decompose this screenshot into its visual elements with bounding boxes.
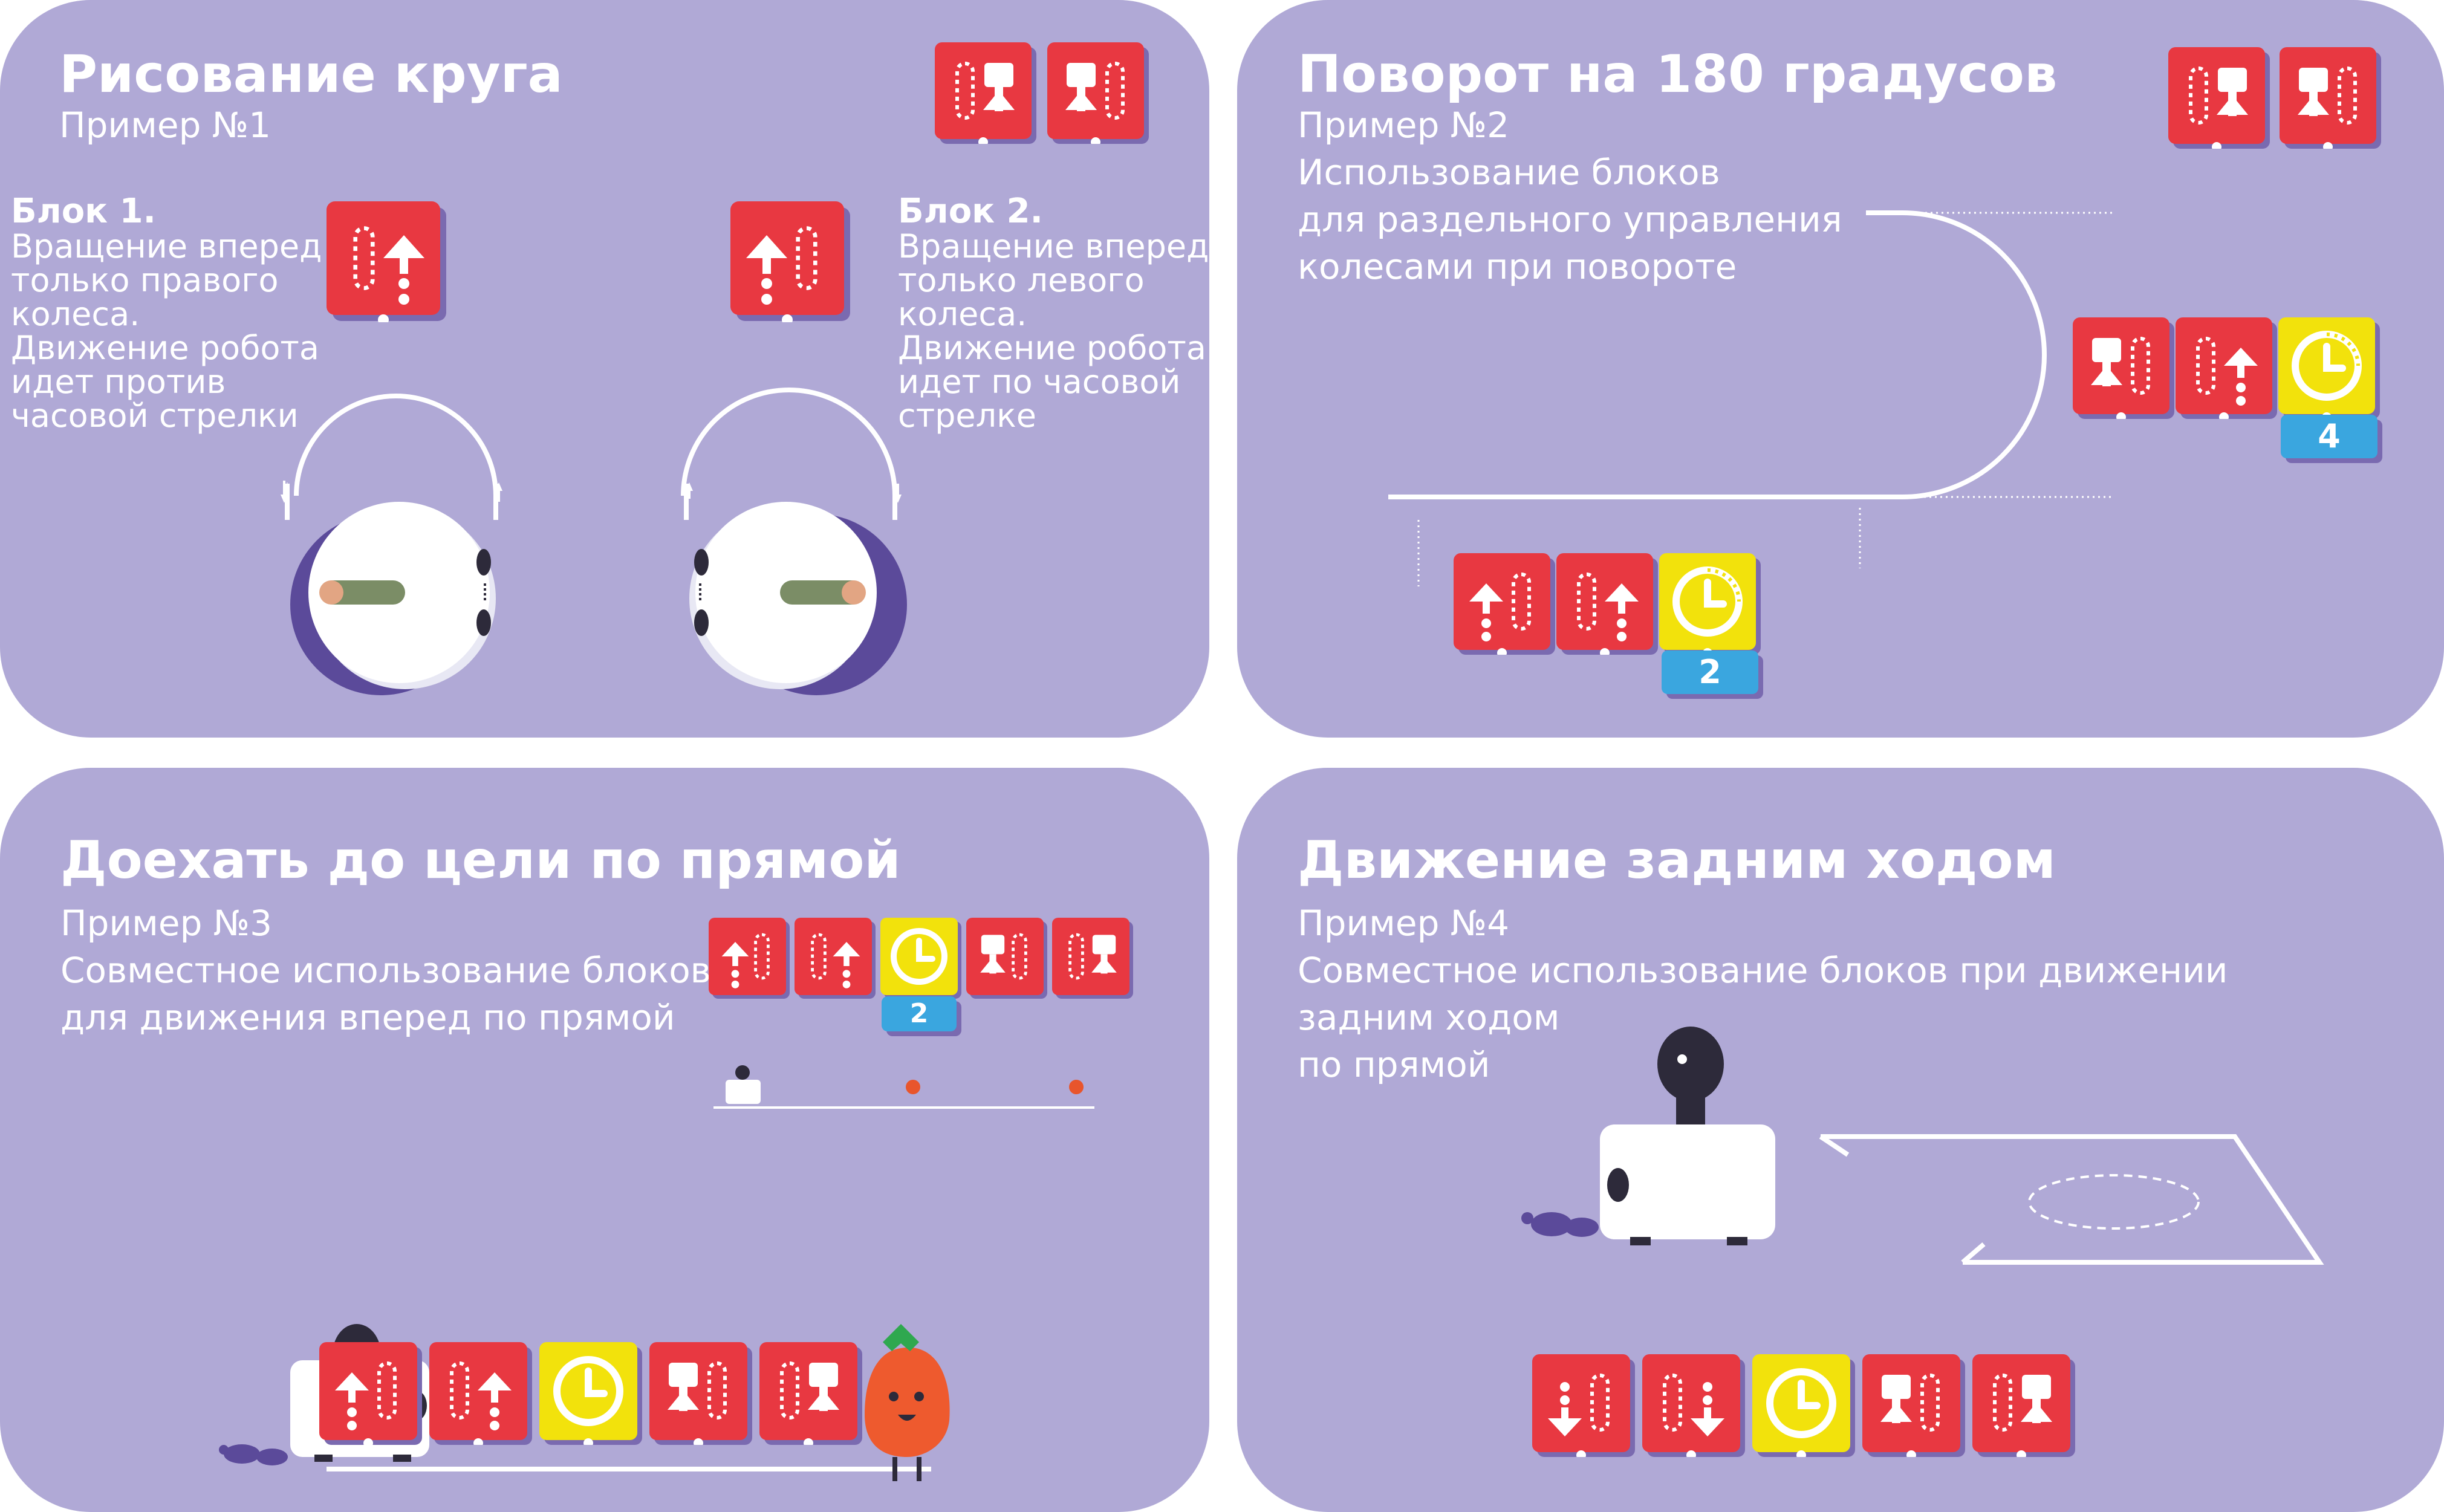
block1-description: Вращение вперед только правого колеса. Д… xyxy=(11,227,322,435)
panel-turn-180: Поворот на 180 градусов Пример №2 Исполь… xyxy=(1237,0,2444,738)
right-wheel-forward-block[interactable] xyxy=(429,1342,532,1445)
block1-heading: Блок 1. xyxy=(11,192,156,231)
panel-description: Совместное использование блоков при движ… xyxy=(1298,950,2228,1085)
robot-cw-illustration xyxy=(681,388,907,695)
panel-title: Рисование круга xyxy=(59,44,563,105)
right-wheel-forward-block[interactable] xyxy=(2176,317,2277,419)
left-wheel-forward-block[interactable] xyxy=(2280,47,2381,149)
block2-description: Вращение вперед только левого колеса. Дв… xyxy=(898,227,1209,435)
right-wheel-forward-block[interactable] xyxy=(935,42,1036,144)
panel-description: Использование блоков для раздельного упр… xyxy=(1298,152,1842,287)
left-wheel-forward-block[interactable] xyxy=(2073,317,2174,419)
left-wheel-forward-block[interactable] xyxy=(319,1342,422,1445)
timer-block[interactable] xyxy=(1659,553,1761,655)
timer-block-small[interactable] xyxy=(880,918,963,1000)
right-wheel-forward-block-large[interactable] xyxy=(327,201,447,322)
robot-to-strawberry-scene xyxy=(219,1324,950,1481)
left-wheel-backward-block[interactable] xyxy=(1532,1354,1635,1457)
timer-block[interactable] xyxy=(2278,317,2380,419)
left-wheel-forward-block-large[interactable] xyxy=(730,201,851,322)
right-wheel-forward-block[interactable] xyxy=(1972,1354,2075,1457)
robot-ccw-illustration xyxy=(281,394,502,695)
panel-subtitle: Пример №2 xyxy=(1298,105,1510,146)
mini-scene xyxy=(713,1065,1094,1109)
left-wheel-forward-block-small[interactable] xyxy=(966,918,1048,1000)
panel-straight-to-goal: Доехать до цели по прямой Пример №3 Совм… xyxy=(0,768,1209,1512)
right-wheel-forward-block[interactable] xyxy=(1556,553,1658,655)
panel-drawing-circle: Рисование круга Пример №1 Блок 1. Вращен… xyxy=(0,0,1209,738)
timer-block[interactable] xyxy=(539,1342,642,1445)
timer-duration-badge[interactable]: 2 xyxy=(1662,651,1758,694)
turn-path-diagram xyxy=(1388,210,2114,586)
panel-title: Движение задним ходом xyxy=(1298,830,2056,891)
timer-duration-badge[interactable]: 2 xyxy=(882,996,957,1031)
right-wheel-forward-block[interactable] xyxy=(2168,47,2270,149)
panel-title: Доехать до цели по прямой xyxy=(60,830,901,891)
panel-subtitle: Пример №3 xyxy=(60,903,273,944)
block2-heading: Блок 2. xyxy=(898,192,1043,231)
left-wheel-forward-block-small[interactable] xyxy=(709,918,791,1000)
panel-subtitle: Пример №4 xyxy=(1298,903,1510,944)
left-wheel-forward-block[interactable] xyxy=(1047,42,1149,144)
left-wheel-forward-block[interactable] xyxy=(649,1342,752,1445)
left-wheel-forward-block[interactable] xyxy=(1454,553,1555,655)
right-wheel-backward-block[interactable] xyxy=(1642,1354,1745,1457)
left-wheel-forward-block[interactable] xyxy=(1862,1354,1965,1457)
panel-subtitle: Пример №1 xyxy=(59,105,271,146)
right-wheel-forward-block-small[interactable] xyxy=(795,918,877,1000)
panel-reverse-driving: Движение задним ходом Пример №4 Совместн… xyxy=(1237,768,2444,1512)
panel-title: Поворот на 180 градусов xyxy=(1298,44,2058,105)
timer-duration-badge[interactable]: 4 xyxy=(2281,415,2377,458)
panel-description: Совместное использование блоков для движ… xyxy=(60,950,711,1038)
right-wheel-forward-block[interactable] xyxy=(759,1342,862,1445)
right-wheel-forward-block-small[interactable] xyxy=(1052,918,1134,1000)
timer-block[interactable] xyxy=(1752,1354,1855,1457)
robot-reverse-scene xyxy=(1521,1027,2324,1265)
